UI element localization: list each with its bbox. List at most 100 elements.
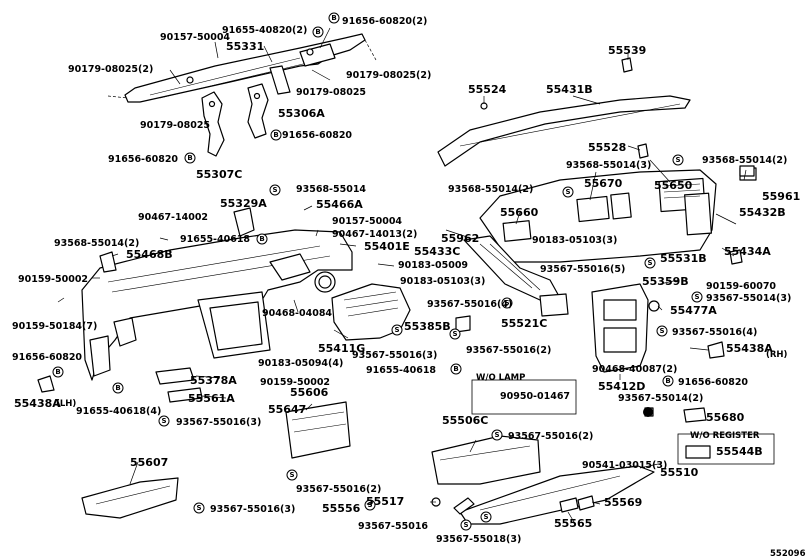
part-label: 93567-55016(5) bbox=[540, 264, 625, 275]
screw-symbol: S bbox=[158, 415, 170, 427]
bolt-symbol: B bbox=[184, 152, 196, 164]
part-label: 93567-55016(4) bbox=[672, 327, 757, 338]
part-label: 90159-50002 bbox=[18, 274, 88, 285]
screw-symbol: S bbox=[449, 328, 461, 340]
diagram-id: 552096 bbox=[770, 549, 806, 559]
part-label: 90159-60070 bbox=[706, 281, 776, 292]
part-label: 55434A bbox=[724, 245, 771, 258]
part-label: 91656-60820 bbox=[12, 352, 82, 363]
part-label: 90183-05103(3) bbox=[400, 276, 485, 287]
instrument-panel-55401e bbox=[81, 229, 353, 381]
leader-lines bbox=[57, 27, 747, 523]
glove-box-55506c bbox=[431, 435, 541, 485]
part-label: 55329A bbox=[220, 197, 267, 210]
wo-register-box bbox=[677, 433, 775, 465]
part-label: 90157-50004 bbox=[332, 216, 402, 227]
part-label: 55607 bbox=[130, 456, 168, 469]
svg-text:B: B bbox=[187, 154, 192, 162]
screw-symbol: S bbox=[644, 257, 656, 269]
part-label: 55517 bbox=[366, 495, 404, 508]
part-label: 55431B bbox=[546, 83, 593, 96]
part-label: 55412D bbox=[598, 380, 645, 393]
part-label: 90179-08025 bbox=[296, 87, 366, 98]
part-label: 55521C bbox=[501, 317, 547, 330]
svg-text:S: S bbox=[675, 156, 680, 164]
note-label: W/O LAMP bbox=[476, 373, 525, 383]
svg-text:B: B bbox=[665, 377, 670, 385]
screw-symbol: S bbox=[656, 325, 668, 337]
part-label: 55961 bbox=[762, 190, 800, 203]
svg-text:S: S bbox=[694, 293, 699, 301]
part-label: 55565 bbox=[554, 517, 592, 530]
part-label: 93567-55016 bbox=[358, 521, 428, 532]
part-label: 90183-05009 bbox=[398, 260, 468, 271]
bolt-symbol: B bbox=[112, 382, 124, 394]
part-label: 91656-60820 bbox=[108, 154, 178, 165]
screw-symbol: S bbox=[460, 519, 472, 531]
part-label: 91656-60820 bbox=[678, 377, 748, 388]
part-label: 91655-40820(2) bbox=[222, 25, 307, 36]
part-label: 55378A bbox=[190, 374, 237, 387]
side-label: (RH) bbox=[766, 350, 788, 360]
svg-text:B: B bbox=[115, 384, 120, 392]
part-label: 93567-55016(3) bbox=[176, 417, 261, 428]
svg-text:B: B bbox=[259, 235, 264, 243]
part-label: 55660 bbox=[500, 206, 539, 219]
svg-text:S: S bbox=[483, 513, 488, 521]
part-label: 90159-50002 bbox=[260, 377, 330, 388]
bolt-symbol: B bbox=[52, 366, 64, 378]
part-label: 93567-55014(2) bbox=[618, 393, 703, 404]
part-label: 55401E bbox=[364, 240, 410, 253]
side-label: (LH) bbox=[56, 399, 76, 409]
part-label: 93567-55016(4) bbox=[427, 299, 512, 310]
part-label: 55670 bbox=[584, 177, 623, 190]
bracket-55306a bbox=[247, 83, 269, 139]
screw-symbol: S bbox=[269, 184, 281, 196]
part-label: 55331 bbox=[226, 40, 264, 53]
part-label: 55466A bbox=[316, 198, 363, 211]
part-label: 55556 bbox=[322, 502, 361, 515]
part-label: 91656-60820 bbox=[282, 130, 352, 141]
part-label: 55510 bbox=[660, 466, 699, 479]
part-label: 90183-05103(3) bbox=[532, 235, 617, 246]
part-label: 55438A bbox=[726, 342, 773, 355]
part-label: 55569 bbox=[604, 496, 642, 509]
part-label: 93567-55018(3) bbox=[436, 534, 521, 545]
part-label: 90159-50184(7) bbox=[12, 321, 97, 332]
svg-text:S: S bbox=[659, 327, 664, 335]
bolt-symbol: B bbox=[312, 26, 324, 38]
part-label: 91656-60820(2) bbox=[342, 16, 427, 27]
pad-55431b bbox=[437, 95, 691, 167]
part-label: 90467-14002 bbox=[138, 212, 208, 223]
screw-symbol: S bbox=[562, 186, 574, 198]
svg-text:B: B bbox=[453, 365, 458, 373]
part-label: 90950-01467 bbox=[500, 391, 570, 402]
part-label: 55307C bbox=[196, 168, 242, 181]
part-label: 90183-05094(4) bbox=[258, 358, 343, 369]
wo-lamp-box bbox=[471, 379, 577, 415]
part-label: 93568-55014(2) bbox=[702, 155, 787, 166]
box-55647 bbox=[285, 401, 351, 459]
center-panel-cluster bbox=[479, 167, 757, 263]
svg-text:S: S bbox=[196, 504, 201, 512]
part-label: 55306A bbox=[278, 107, 325, 120]
part-label: 55468B bbox=[126, 248, 173, 261]
part-label: 55411G bbox=[318, 342, 365, 355]
svg-text:S: S bbox=[463, 521, 468, 529]
bolt-symbol: B bbox=[256, 233, 268, 245]
symbols: B B B B B B B B B S S S S S S S S S S S … bbox=[52, 12, 703, 531]
part-label: 55606 bbox=[290, 386, 329, 399]
svg-text:S: S bbox=[647, 259, 652, 267]
part-label: 93567-55016(2) bbox=[508, 431, 593, 442]
bolt-symbol: B bbox=[450, 363, 462, 375]
part-labels: 90157-50004 91655-40820(2) 91656-60820(2… bbox=[12, 16, 806, 559]
part-label: 55506C bbox=[442, 414, 488, 427]
svg-text:S: S bbox=[452, 330, 457, 338]
svg-text:B: B bbox=[55, 368, 60, 376]
part-label: 55539 bbox=[608, 44, 646, 57]
bolt-symbol: B bbox=[662, 375, 674, 387]
part-label: 55561A bbox=[188, 392, 235, 405]
svg-text:S: S bbox=[565, 188, 570, 196]
svg-text:B: B bbox=[315, 28, 320, 36]
part-label: 55433C bbox=[414, 245, 460, 258]
